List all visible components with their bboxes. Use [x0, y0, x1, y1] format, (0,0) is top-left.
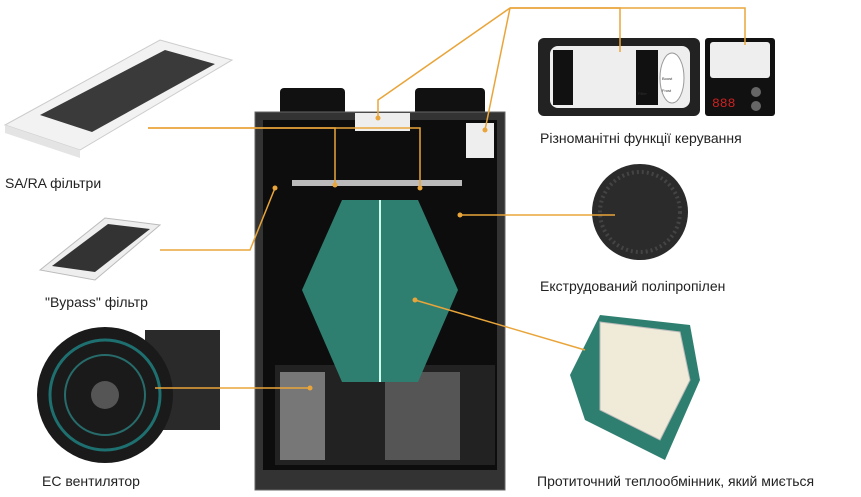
bypass-filter-label: "Bypass" фільтр — [45, 294, 148, 310]
heat-exchanger-label: Протиточний теплообмінник, який миється — [537, 473, 815, 489]
boost-label: Boost — [662, 76, 673, 81]
frost-label: Frost — [662, 88, 672, 93]
leader-lines — [148, 7, 746, 389]
ec-fan-image — [37, 327, 220, 463]
bypass-filter-image — [38, 217, 162, 281]
sa-ra-filter-image — [3, 39, 234, 158]
polypropylene-label: Екструдований поліпропілен — [540, 278, 726, 294]
led-display: 888 — [712, 96, 735, 111]
polypropylene-image — [592, 164, 688, 260]
ec-fan-label: EC вентилятор — [42, 473, 140, 489]
sa-ra-filters-label: SA/RA фільтри — [5, 175, 102, 191]
ventilation-unit-image — [254, 88, 506, 491]
controls-label: Різноманітні функції керування — [540, 130, 742, 146]
heat-exchanger-image — [570, 315, 700, 460]
filter-label: Filter — [638, 91, 648, 96]
control-panel-image: Boost Frost Filter 888 — [538, 38, 775, 116]
